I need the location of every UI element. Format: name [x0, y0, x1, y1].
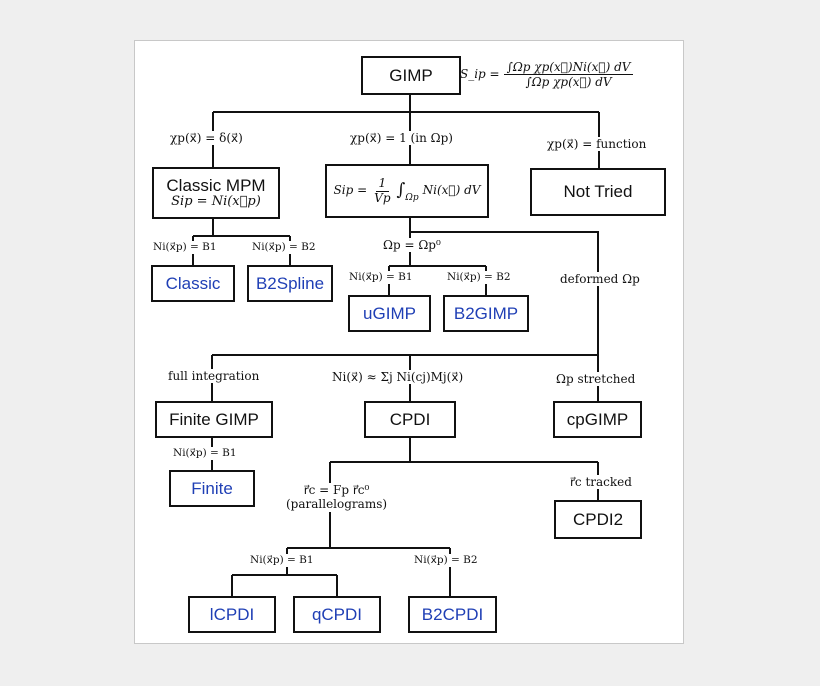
root-formula: S_ip = ∫Ωp χp(x⃗)Ni(x⃗) dV ∫Ωp χp(x⃗) dV [460, 52, 634, 96]
gimp-integral-rhs: Ni(x⃗) dV [422, 183, 481, 198]
edge-label-delta: χp(x⃗) = δ(x⃗) [170, 131, 243, 146]
ugimp-box[interactable]: uGIMP [348, 295, 431, 332]
b2cpdi-label: B2CPDI [421, 604, 484, 624]
gimp-integral-formula: Sip = 1 Vp ∫ Ωp Ni(x⃗) dV [333, 176, 481, 206]
b2gimp-label: B2GIMP [453, 303, 519, 323]
b2cpdi-box[interactable]: B2CPDI [408, 596, 497, 633]
edge-label-parallelograms-text: (parallelograms) [286, 497, 388, 512]
b2gimp-box[interactable]: B2GIMP [443, 295, 529, 332]
edge-label-stretched: Ωp stretched [556, 372, 636, 387]
gimp-integral-numerator: 1 [375, 176, 390, 192]
cpdi2-label: CPDI2 [572, 509, 624, 529]
edge-label-omega-undeformed: Ωp = Ωp⁰ [383, 238, 441, 253]
root-formula-denominator: ∫Ωp χp(x⃗) dV [525, 74, 612, 89]
edge-label-full-integration: full integration [168, 369, 260, 384]
finite-box[interactable]: Finite [169, 470, 255, 507]
qcpdi-label: qCPDI [311, 604, 363, 624]
edge-label-function: χp(x⃗) = function [547, 137, 647, 152]
edge-label-parallelograms: r⃗c = Fp r⃗c⁰ (parallelograms) [286, 483, 388, 512]
finite-gimp-label: Finite GIMP [169, 409, 259, 429]
cpdi-box[interactable]: CPDI [364, 401, 456, 438]
gimp-integral-lhs: Sip = [333, 183, 368, 198]
edge-label-ugimp-b1: Ni(x⃗p) = B1 [349, 271, 413, 284]
integral-sign: ∫ [396, 180, 406, 201]
gimp-integral-box[interactable]: Sip = 1 Vp ∫ Ωp Ni(x⃗) dV [325, 164, 489, 218]
edge-label-tracked: r⃗c tracked [570, 475, 632, 490]
edge-label-cpdi-approx: Ni(x⃗) ≈ Σj Ni(cj)Mj(x⃗) [332, 370, 464, 385]
edge-label-b2gimp-b2: Ni(x⃗p) = B2 [447, 271, 511, 284]
b2spline-box[interactable]: B2Spline [247, 265, 333, 302]
classic-box[interactable]: Classic [151, 265, 235, 302]
finite-label: Finite [191, 478, 233, 498]
ugimp-label: uGIMP [363, 303, 416, 323]
gimp-integral-fraction: 1 Vp [371, 176, 393, 206]
edge-label-cpdi-b2: Ni(x⃗p) = B2 [414, 554, 478, 567]
not-tried-label: Not Tried [563, 182, 633, 202]
classic-label: Classic [165, 273, 221, 293]
cpdi-label: CPDI [389, 409, 431, 429]
connector [409, 218, 599, 365]
not-tried-box[interactable]: Not Tried [530, 168, 666, 216]
edge-label-cpdi-b1: Ni(x⃗p) = B1 [250, 554, 314, 567]
edge-label-one-in-omega: χp(x⃗) = 1 (in Ωp) [350, 131, 453, 146]
gimp-box[interactable]: GIMP [361, 56, 461, 95]
edge-label-classic-b1: Ni(x⃗p) = B1 [153, 241, 217, 254]
cpgimp-label: cpGIMP [566, 409, 629, 429]
edge-label-deformed: deformed Ωp [560, 272, 640, 287]
finite-gimp-box[interactable]: Finite GIMP [155, 401, 273, 438]
b2spline-label: B2Spline [255, 273, 325, 293]
root-formula-numerator: ∫Ωp χp(x⃗)Ni(x⃗) dV [503, 60, 634, 75]
gimp-label: GIMP [389, 65, 433, 85]
root-formula-lhs: S_ip = [460, 67, 500, 81]
lcpdi-label: lCPDI [209, 604, 255, 624]
classic-mpm-label: Classic MPM [166, 175, 266, 195]
edge-label-classic-b2: Ni(x⃗p) = B2 [252, 241, 316, 254]
qcpdi-box[interactable]: qCPDI [293, 596, 381, 633]
root-formula-fraction: ∫Ωp χp(x⃗)Ni(x⃗) dV ∫Ωp χp(x⃗) dV [503, 60, 634, 89]
edge-label-parallelograms-formula: r⃗c = Fp r⃗c⁰ [303, 483, 370, 497]
gimp-integral-denominator: Vp [374, 190, 391, 205]
integral-domain: Ωp [405, 192, 419, 203]
classic-mpm-formula: Sip = Ni(x⃗p) [171, 194, 261, 210]
lcpdi-box[interactable]: lCPDI [188, 596, 276, 633]
cpgimp-box[interactable]: cpGIMP [553, 401, 642, 438]
cpdi2-box[interactable]: CPDI2 [554, 500, 642, 539]
classic-mpm-box[interactable]: Classic MPM Sip = Ni(x⃗p) [152, 167, 280, 219]
edge-label-finite-b1: Ni(x⃗p) = B1 [173, 447, 237, 460]
connector [212, 354, 599, 365]
